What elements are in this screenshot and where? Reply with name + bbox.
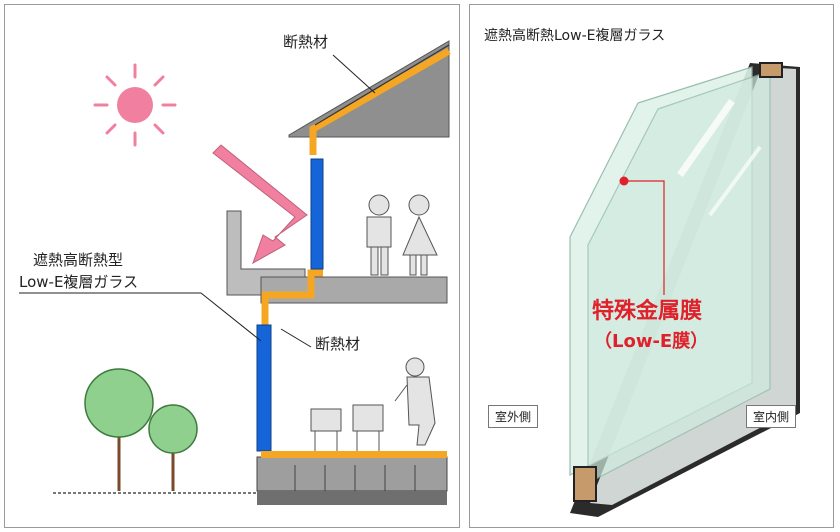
roof [288,40,450,138]
adult-figure [394,357,436,446]
mid-floor [260,276,448,304]
membrane-label: 特殊金属膜 [592,299,703,324]
inside-label: 室内側 [746,405,797,428]
glass-diagram-svg [569,62,800,517]
glass-title: 遮熱高断熱Low-E複層ガラス [484,28,666,44]
trees [84,368,198,491]
ground-floor [256,456,448,492]
membrane-sublabel: （Low-E膜） [594,331,709,352]
upper-wall-insulation [310,158,324,270]
chairs [310,404,384,451]
house-diagram-svg [19,40,451,505]
roof-insulation-label: 断熱材 [283,33,329,51]
sunlight-arrow [212,144,308,265]
floor-insulation-label: 断熱材 [315,335,361,353]
glass-diagram-panel: 遮熱高断熱Low-E複層ガラス 特殊金属膜 （Low-E膜） 室外側 室内側 [469,4,834,528]
glass-label-line1: 遮熱高断熱型 [33,251,124,269]
glass-label-line2: Low-E複層ガラス [19,273,139,291]
lower-wall-glass [256,324,272,452]
inner-glass-pane [587,70,771,484]
sun-icon [93,63,177,147]
roof-insulation [309,47,451,155]
children-figures [366,194,438,276]
outside-label: 室外側 [488,405,539,428]
eave [226,210,306,296]
house-diagram-panel: 断熱材 遮熱高断熱型 Low-E複層ガラス 断熱材 [4,4,460,528]
